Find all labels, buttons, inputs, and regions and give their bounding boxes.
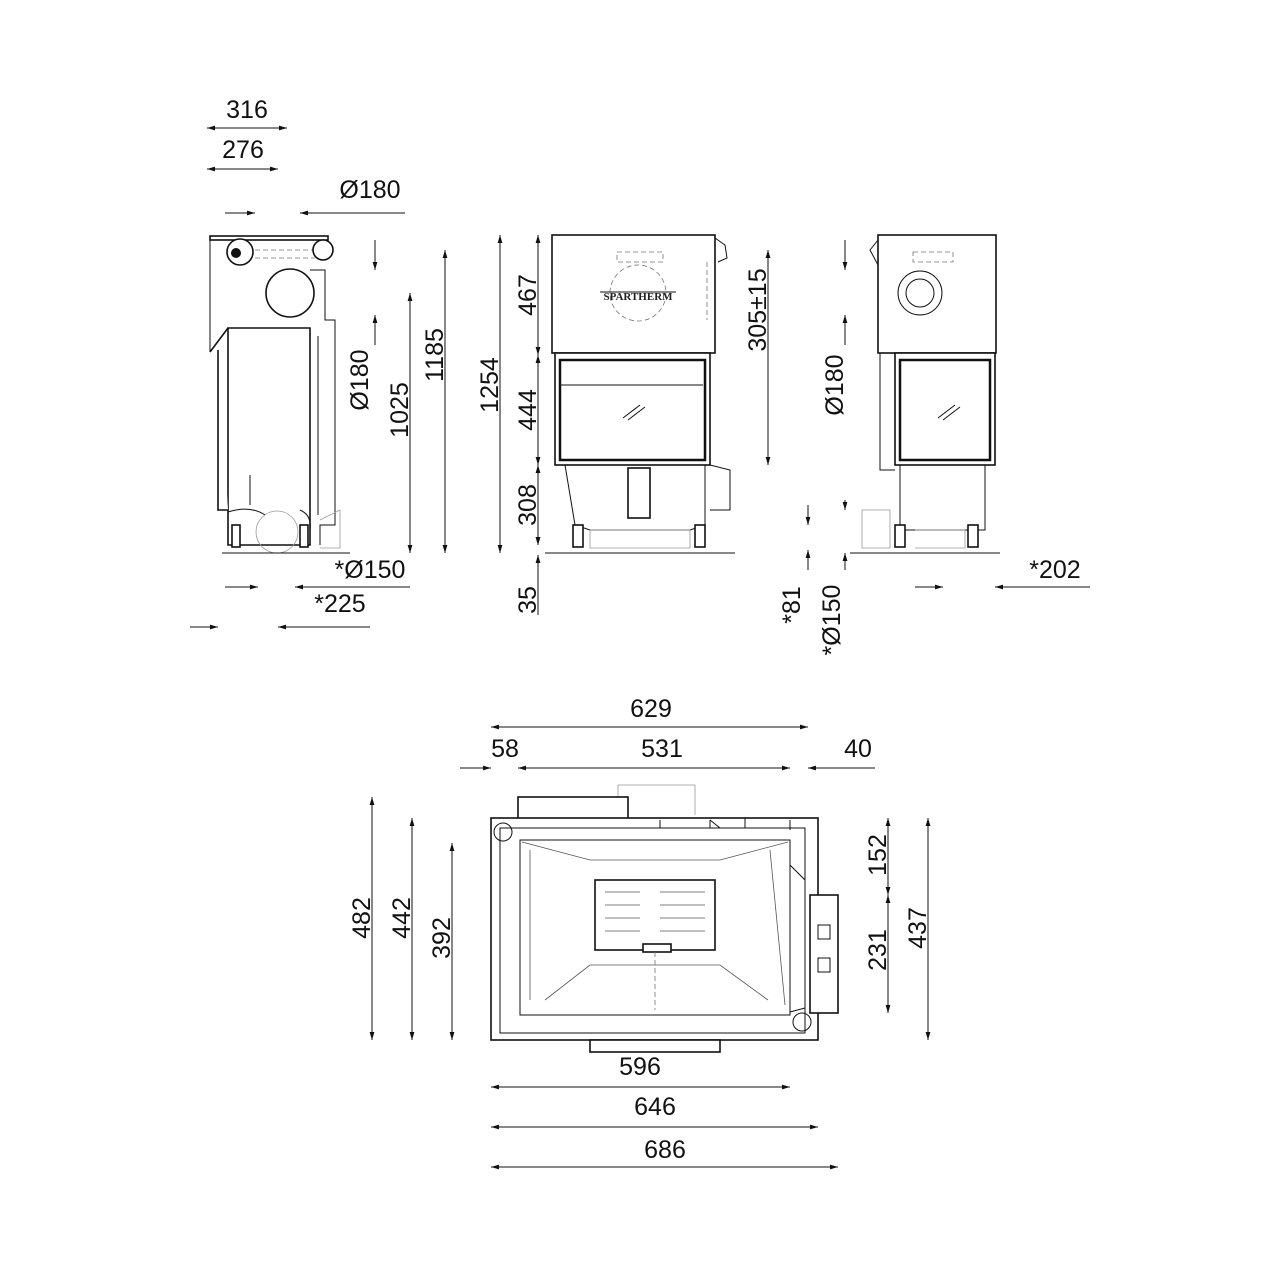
dimension-d35: 35 xyxy=(514,525,542,615)
dimension-label: Ø180 xyxy=(339,176,400,204)
dimension-d58: 58 xyxy=(460,735,780,771)
dimension-d437: 437 xyxy=(904,818,932,1040)
dimension-label: 35 xyxy=(514,586,542,614)
dimension-label: *81 xyxy=(778,586,806,624)
side-view xyxy=(209,235,350,554)
spartherm-logo xyxy=(609,264,667,322)
dimension-label: 1254 xyxy=(476,357,504,413)
dimension-d686: 686 xyxy=(491,1136,838,1170)
dimension-label: 308 xyxy=(514,484,542,526)
dimension-label: *202 xyxy=(1029,556,1080,584)
dimension-label: 531 xyxy=(641,735,683,763)
dimension-label: Ø180 xyxy=(346,349,374,410)
dimension-d531: 531 xyxy=(518,735,790,771)
control-box xyxy=(809,894,839,1014)
dimension-d225: *225 xyxy=(190,590,370,630)
dimension-d1185: 1185 xyxy=(421,250,449,553)
dimension-label: 467 xyxy=(514,274,542,316)
dimension-label: 58 xyxy=(491,735,519,763)
dimension-label: *Ø150 xyxy=(335,556,406,584)
dimension-label: 629 xyxy=(630,695,672,723)
dimension-label: 40 xyxy=(844,735,872,763)
dimension-label: 442 xyxy=(388,897,416,939)
dimension-d202: *202 xyxy=(915,556,1090,590)
dimension-label: 1025 xyxy=(386,382,414,438)
dimension-d152: 152 xyxy=(864,818,892,895)
dimension-label: Ø180 xyxy=(821,354,849,415)
front-view: SPARTHERM xyxy=(545,234,735,554)
dimension-d467: 467 xyxy=(514,235,542,355)
dimension-label: 596 xyxy=(619,1053,661,1081)
dimension-d629: 629 xyxy=(491,695,808,730)
dimension-d180_top: Ø180 xyxy=(225,176,405,216)
top-view xyxy=(490,784,839,1053)
dimension-d231: 231 xyxy=(864,895,892,1013)
dimension-label: 482 xyxy=(348,897,376,939)
dimension-d442: 442 xyxy=(388,818,416,1040)
dimension-d444: 444 xyxy=(514,355,542,465)
dimension-d308: 308 xyxy=(514,465,542,545)
dimension-d1254: 1254 xyxy=(476,235,504,553)
brand-logo-text: SPARTHERM xyxy=(603,291,673,303)
dimension-label: 231 xyxy=(864,929,892,971)
dimension-label: 152 xyxy=(864,834,892,876)
dimension-label: 316 xyxy=(226,96,268,124)
flue-outlet-circle xyxy=(265,268,315,318)
dimension-d646: 646 xyxy=(491,1093,818,1130)
grate xyxy=(594,879,716,951)
dimension-label: 646 xyxy=(634,1093,676,1121)
dimension-d392: 392 xyxy=(428,843,456,1040)
dimension-label: 276 xyxy=(222,136,264,164)
dimension-d316: 316 xyxy=(207,96,287,131)
dimension-label: *225 xyxy=(314,590,365,618)
dimension-label: 305±15 xyxy=(744,268,772,351)
dimension-d150: *Ø150 xyxy=(818,500,848,656)
dimension-d276: 276 xyxy=(207,136,278,172)
dimension-d81: *81 xyxy=(778,505,811,624)
dimension-d596: 596 xyxy=(491,1053,790,1090)
dimension-d150: *Ø150 xyxy=(225,556,410,590)
dimension-d482: 482 xyxy=(348,797,376,1040)
dimension-label: *Ø150 xyxy=(818,585,846,656)
dimension-label: 1185 xyxy=(421,328,449,382)
right-side-view xyxy=(850,234,1000,554)
dimension-d180: Ø180 xyxy=(821,240,849,416)
dimension-label: 437 xyxy=(904,907,932,949)
dimension-label: 392 xyxy=(428,917,456,959)
dimension-label: 444 xyxy=(514,389,542,431)
dimension-d40: 40 xyxy=(808,735,875,771)
dimension-d1025: 1025 xyxy=(386,293,414,553)
dimension-label: 686 xyxy=(644,1136,686,1164)
dimension-d180_vert: Ø180 xyxy=(346,240,378,411)
dimension-d305: 305±15 xyxy=(744,250,772,465)
